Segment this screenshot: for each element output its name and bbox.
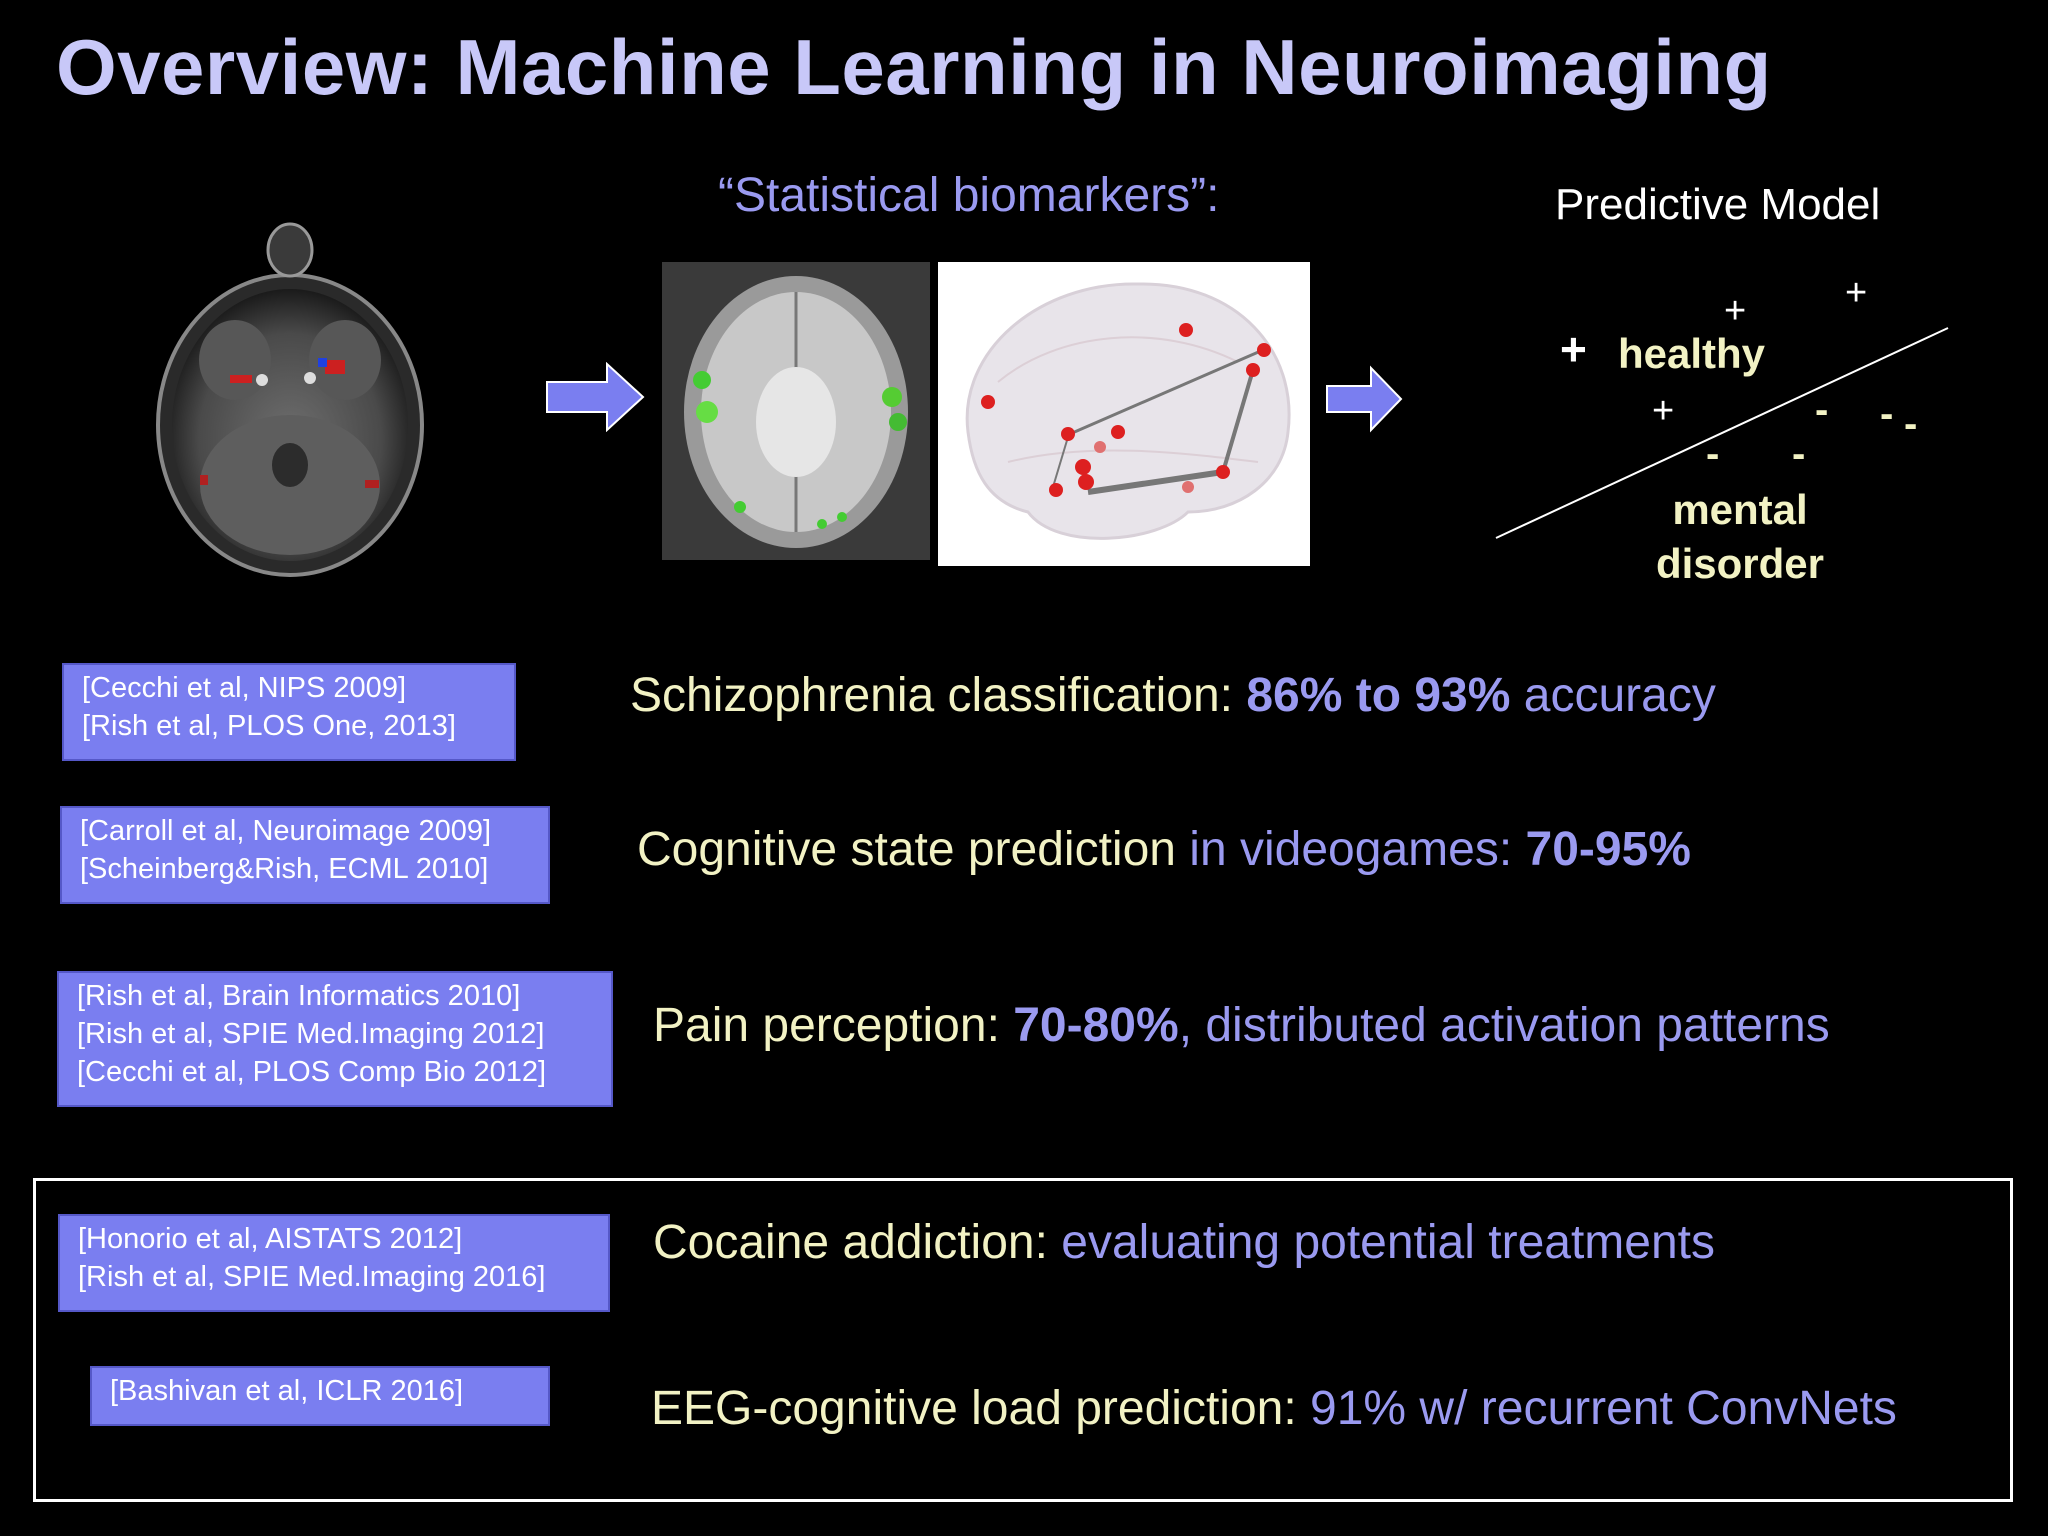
minus-sign: - xyxy=(1792,432,1806,476)
cocaine-addiction-result: Cocaine addiction: evaluating potential … xyxy=(653,1215,1715,1270)
slide-title: Overview: Machine Learning in Neuroimagi… xyxy=(56,23,1772,111)
disorder-label: disorder xyxy=(1655,540,1825,587)
fmri-axial-activation-image xyxy=(662,262,930,560)
pain-perception-result: Pain perception: 70-80%, distributed act… xyxy=(653,998,1830,1053)
reference-citation: [Rish et al, SPIE Med.Imaging 2012] xyxy=(77,1018,545,1050)
biomarkers-heading: “Statistical biomarkers”: xyxy=(718,169,1220,222)
plus-sign: + xyxy=(1560,323,1587,375)
reference-citation: [Scheinberg&Rish, ECML 2010] xyxy=(80,853,489,885)
result-label: Cocaine addiction: xyxy=(653,1216,1062,1269)
predictive-model-heading: Predictive Model xyxy=(1555,180,1881,229)
result-context: in videogames: xyxy=(1175,823,1526,876)
reference-citation: [Honorio et al, AISTATS 2012] xyxy=(78,1223,463,1255)
reference-citation: [Rish et al, SPIE Med.Imaging 2016] xyxy=(78,1261,546,1293)
reference-citation: [Cecchi et al, PLOS Comp Bio 2012] xyxy=(77,1056,547,1088)
result-suffix: , distributed activation patterns xyxy=(1178,999,1830,1052)
reference-box: [Bashivan et al, ICLR 2016] xyxy=(90,1366,550,1426)
eeg-cognitive-load-result: EEG-cognitive load prediction: 91% w/ re… xyxy=(651,1381,1897,1436)
reference-citation: [Rish et al, PLOS One, 2013] xyxy=(82,710,456,742)
plus-sign: + xyxy=(1652,390,1675,432)
reference-citation: [Rish et al, Brain Informatics 2010] xyxy=(77,980,521,1012)
reference-box: [Carroll et al, Neuroimage 2009] [Schein… xyxy=(60,806,550,904)
arrow-right-icon xyxy=(546,362,645,432)
result-value: 86% to 93% xyxy=(1246,669,1511,722)
decision-boundary-line xyxy=(1495,327,1949,539)
result-suffix: evaluating potential treatments xyxy=(1061,1216,1716,1269)
cognitive-state-result: Cognitive state prediction in videogames… xyxy=(637,822,1691,877)
minus-sign: - xyxy=(1880,392,1894,436)
highlight-frame xyxy=(33,1178,2013,1502)
arrow-right-icon xyxy=(1326,365,1403,433)
reference-citation: [Cecchi et al, NIPS 2009] xyxy=(82,672,406,704)
minus-sign: - xyxy=(1904,402,1918,446)
result-value: 70-80% xyxy=(1013,999,1179,1052)
schizophrenia-result: Schizophrenia classification: 86% to 93%… xyxy=(630,668,1716,723)
plus-sign: + xyxy=(1724,290,1747,332)
result-suffix: 91% w/ recurrent ConvNets xyxy=(1310,1382,1897,1435)
minus-sign: - xyxy=(1706,432,1720,476)
reference-citation: [Bashivan et al, ICLR 2016] xyxy=(110,1375,464,1407)
result-label: EEG-cognitive load prediction: xyxy=(651,1382,1311,1435)
mental-label: mental xyxy=(1672,486,1808,533)
reference-box: [Cecchi et al, NIPS 2009] [Rish et al, P… xyxy=(62,663,516,761)
result-suffix: accuracy xyxy=(1510,669,1716,722)
minus-sign: - xyxy=(1815,388,1829,432)
result-label: Schizophrenia classification: xyxy=(630,669,1247,722)
reference-citation: [Carroll et al, Neuroimage 2009] xyxy=(80,815,492,847)
plus-sign: + xyxy=(1845,272,1868,314)
result-label: Pain perception: xyxy=(653,999,1014,1052)
result-label: Cognitive state prediction xyxy=(637,823,1176,876)
reference-box: [Rish et al, Brain Informatics 2010] [Ri… xyxy=(57,971,613,1107)
glass-brain-network-image xyxy=(938,262,1310,566)
reference-box: [Honorio et al, AISTATS 2012] [Rish et a… xyxy=(58,1214,610,1312)
result-value: 70-95% xyxy=(1525,823,1691,876)
brain-mri-axial-image xyxy=(156,222,424,577)
healthy-label: healthy xyxy=(1618,330,1766,377)
